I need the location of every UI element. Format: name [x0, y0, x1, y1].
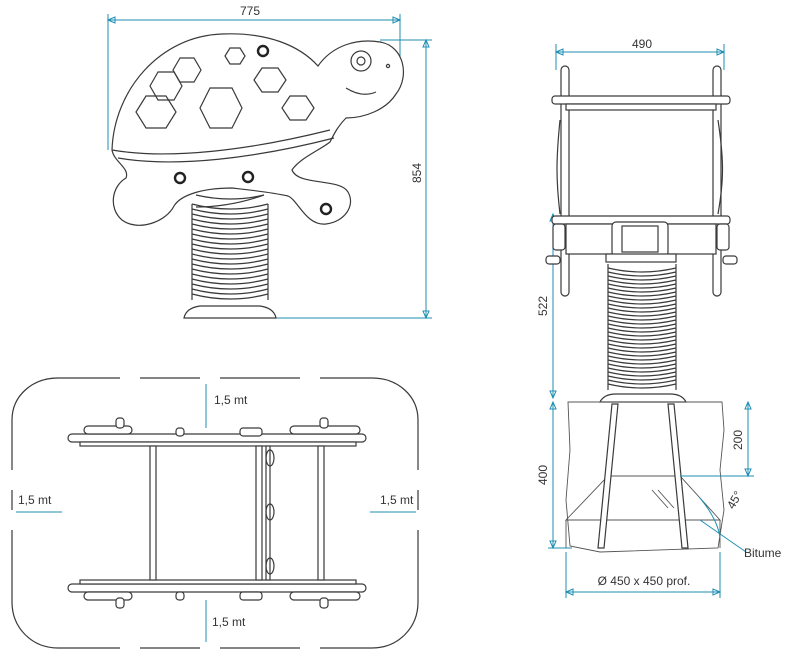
clearance-bottom: 1,5 mt: [205, 600, 246, 642]
clearance-left-label: 1,5 mt: [18, 493, 52, 507]
side-width-dimension: 775: [106, 4, 402, 150]
side-height-label: 854: [410, 163, 424, 183]
safety-area-outline: [11, 377, 419, 649]
front-footing-label: Ø 450 x 450 prof.: [598, 574, 691, 588]
clearance-right: 1,5 mt: [370, 493, 416, 513]
shell-hexagon: [224, 47, 246, 65]
side-view: 775 854: [106, 4, 432, 320]
shell-hexagon: [199, 87, 243, 129]
clearance-top-label: 1,5 mt: [214, 393, 248, 407]
front-anchor-label: 200: [731, 430, 745, 450]
front-width-dimension: 490: [554, 37, 726, 70]
front-view: 490 522: [536, 37, 782, 598]
front-foundation-dimension: 400: [536, 400, 572, 550]
spring-side: [183, 194, 277, 319]
shell-hexagon: [281, 95, 315, 121]
front-anchor-dimension: 200: [680, 400, 754, 478]
spring-front: [599, 264, 687, 403]
top-view: 1,5 mt 1,5 mt 1,5 mt 1,5 mt: [11, 377, 419, 649]
handle-hole: [319, 202, 333, 216]
handle-hole: [241, 170, 255, 184]
shell-hexagon: [172, 57, 202, 83]
handle-hole: [173, 171, 187, 185]
front-seat-height-label: 522: [536, 296, 550, 316]
bitume-callout: Bitume: [699, 519, 782, 560]
ground-section: [564, 401, 725, 553]
handle-hole: [256, 44, 270, 58]
front-width-label: 490: [632, 37, 652, 51]
shell-hexagon: [135, 95, 177, 129]
front-footing-dimension: Ø 450 x 450 prof.: [564, 552, 722, 598]
clearance-left: 1,5 mt: [16, 493, 62, 513]
front-handlebar: [545, 65, 738, 297]
front-foundation-label: 400: [536, 465, 550, 485]
equipment-plan: [67, 417, 367, 609]
shell-hexagon: [253, 67, 287, 93]
side-height-dimension: 854: [270, 38, 432, 320]
clearance-bottom-label: 1,5 mt: [212, 615, 246, 629]
clearance-top: 1,5 mt: [205, 384, 248, 428]
bitume-label: Bitume: [744, 546, 782, 560]
turtle-body: [111, 33, 405, 226]
side-width-label: 775: [240, 4, 260, 18]
clearance-right-label: 1,5 mt: [380, 493, 414, 507]
front-angle-label: 45°: [724, 488, 745, 511]
